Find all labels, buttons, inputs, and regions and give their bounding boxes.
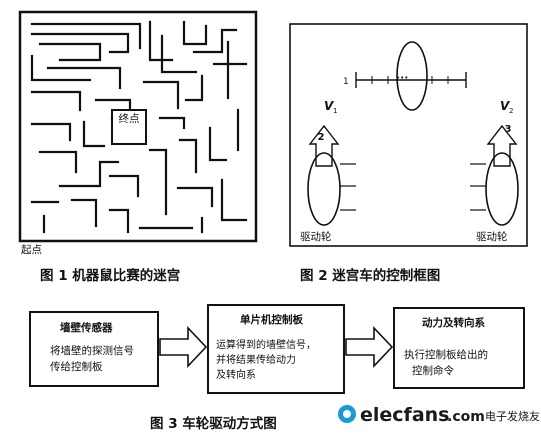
controller-box-title: 单片机控制板 (240, 313, 303, 326)
drive-steering-box-line-1: 执行控制板给出的 (404, 348, 488, 361)
maze-start-label: 起点 (21, 244, 42, 256)
right-drive-wheel (485, 152, 519, 226)
maze-goal-box (111, 109, 147, 145)
watermark-cn-name: 电子发烧友 (485, 409, 540, 423)
controller-box-line-2: 并将结果传给动力 (216, 353, 296, 366)
figure3-caption: 图 3 车轮驱动方式图 (150, 415, 277, 432)
controller-box-line-3: 及转向系 (216, 368, 256, 381)
drive-steering-box (393, 307, 525, 389)
sensor-box-line-2: 传给控制板 (50, 360, 103, 373)
right-arrow-label: 3 (505, 124, 512, 135)
v1-subscript: 1 (333, 107, 337, 115)
flow-arrow-2 (345, 325, 394, 369)
sensor-box-title: 墙壁传感器 (60, 321, 113, 334)
controller-box-line-1: 运算得到的墙壁信号， (216, 338, 316, 351)
drive-steering-box-title: 动力及转向系 (422, 316, 485, 329)
v2-label: V (500, 99, 511, 113)
center-wheel-oval (396, 41, 428, 111)
svg-text:•••: ••• (396, 74, 408, 82)
figure1-caption: 图 1 机器鼠比赛的迷宫 (40, 267, 180, 284)
left-wheel-label: 驱动轮 (300, 230, 332, 243)
control-frame-figure: 1 ••• 2 V 1 驱动轮 3 V 2 驱动轮 图 2 迷宫车的控制框图 (289, 23, 528, 284)
watermark: elecfans .com 电子发烧友 (338, 404, 540, 426)
watermark-site: elecfans (360, 404, 449, 426)
sensor-box-line-1: 将墙壁的探测信号 (50, 344, 134, 357)
maze-goal-label: 终点 (119, 112, 140, 125)
maze-figure: 终点 起点 图 1 机器鼠比赛的迷宫 (18, 10, 258, 284)
drive-steering-box-line-2: 控制命令 (412, 364, 454, 377)
drive-flow-figure: 墙壁传感器 将墙壁的探测信号 传给控制板 单片机控制板 运算得到的墙壁信号， 并… (29, 304, 525, 432)
flow-arrow-1 (159, 325, 208, 369)
left-arrow-label: 2 (318, 132, 325, 143)
sensor-box (29, 311, 159, 387)
figure2-caption: 图 2 迷宫车的控制框图 (300, 267, 440, 284)
watermark-domain: .com (447, 409, 485, 425)
right-wheel-label: 驱动轮 (476, 230, 508, 243)
v1-label: V (324, 99, 335, 113)
left-drive-wheel (307, 152, 341, 226)
v2-subscript: 2 (509, 107, 513, 115)
marker-one-label: 1 (343, 77, 349, 87)
controller-box (207, 304, 345, 394)
